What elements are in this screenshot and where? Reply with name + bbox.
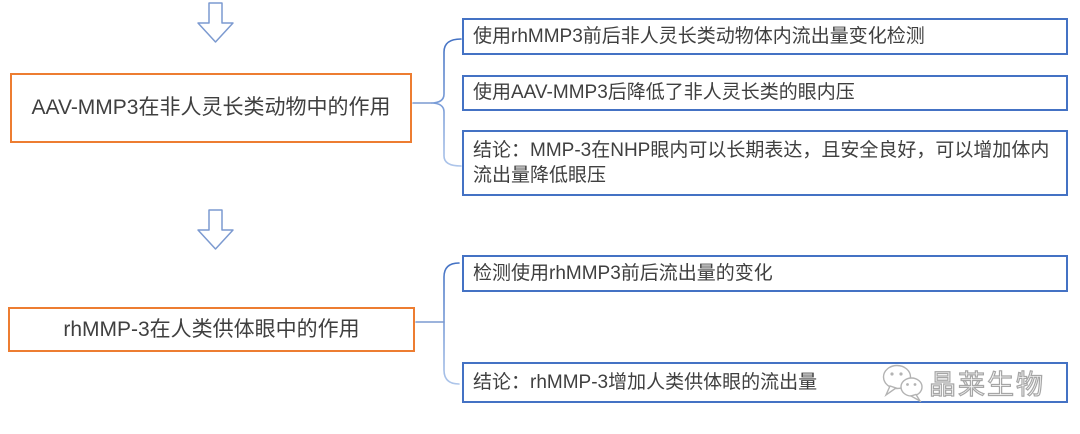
bracket-connector: [443, 262, 460, 385]
down-arrow-icon: [197, 2, 234, 43]
stage-title-rhmmp3-human: rhMMP-3在人类供体眼中的作用: [8, 307, 415, 352]
down-arrow-icon: [197, 209, 234, 250]
finding-item: 使用rhMMP3前后非人灵长类动物体内流出量变化检测: [462, 18, 1068, 55]
brace-connector: [430, 38, 462, 167]
conclusion-item: 结论：rhMMP-3增加人类供体眼的流出量: [462, 362, 1068, 403]
stage-title-aav-mmp3-nhp: AAV-MMP3在非人灵长类动物中的作用: [10, 73, 412, 143]
finding-item: 使用AAV-MMP3后降低了非人灵长类的眼内压: [462, 75, 1068, 111]
conclusion-item: 结论：MMP-3在NHP眼内可以长期表达，且安全良好，可以增加体内流出量降低眼压: [462, 130, 1068, 196]
finding-item: 检测使用rhMMP3前后流出量的变化: [462, 255, 1068, 292]
